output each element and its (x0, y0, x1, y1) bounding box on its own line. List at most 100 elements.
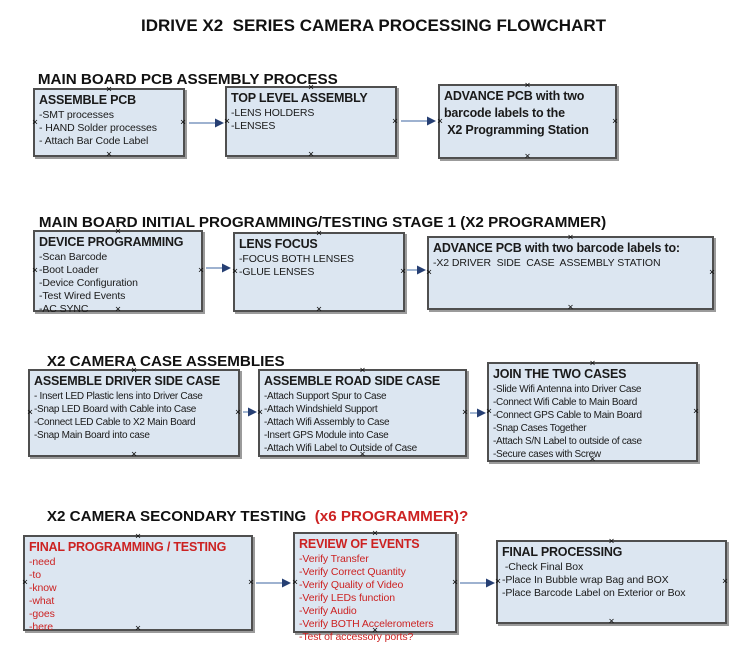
connection-handle-left[interactable]: × (21, 577, 29, 588)
connection-handle-right[interactable]: × (451, 576, 459, 588)
box-item: -Place In Bubble wrap Bag and BOX (502, 574, 669, 586)
flow-box-top-level-assembly[interactable]: TOP LEVEL ASSEMBLY -LENS HOLDERS -LENSES… (223, 82, 399, 160)
connection-handle-top[interactable]: × (567, 232, 574, 243)
connector-arrow[interactable] (470, 408, 486, 418)
connection-handle-left[interactable]: × (26, 407, 34, 418)
connection-handle-left[interactable]: × (223, 115, 231, 127)
connection-handle-bottom[interactable]: × (315, 304, 323, 315)
connector-arrow[interactable] (460, 578, 495, 588)
box-item: -Scan Barcode (39, 251, 108, 263)
connection-handle-right[interactable]: × (179, 116, 187, 128)
section-heading-text: MAIN BOARD PCB ASSEMBLY PROCESS (37, 71, 338, 88)
connection-handle-left[interactable]: × (485, 406, 493, 417)
box-item: -AC SYNC (39, 303, 89, 315)
connector-arrow[interactable] (407, 265, 426, 275)
box-item: -LENS HOLDERS (231, 107, 315, 119)
box-item: -what (29, 595, 55, 607)
connection-handle-top[interactable]: × (307, 82, 315, 93)
connector-arrow[interactable] (206, 263, 231, 273)
connection-handle-bottom[interactable]: × (134, 623, 142, 634)
flow-box-assemble-road-side-case[interactable]: ASSEMBLE ROAD SIDE CASE -Attach Support … (256, 365, 469, 460)
connection-handle-right[interactable]: × (234, 407, 242, 418)
flow-box-join-the-two-cases[interactable]: JOIN THE TWO CASES -Slide Wifi Antenna i… (485, 358, 700, 465)
box-title: ASSEMBLE DRIVER SIDE CASE (34, 374, 221, 388)
connection-handle-bottom[interactable]: × (114, 304, 122, 315)
box-item: -Snap LED Board with Cable into Case (34, 404, 197, 415)
box-item: -Secure cases with Screw (493, 449, 601, 460)
connection-handle-top[interactable]: × (359, 365, 366, 376)
connection-handle-bottom[interactable]: × (359, 449, 366, 460)
connection-handle-left[interactable]: × (231, 266, 239, 277)
connection-handle-bottom[interactable]: × (589, 454, 596, 465)
box-item: -Slide Wifi Antenna into Driver Case (493, 384, 642, 395)
connection-handle-bottom[interactable]: × (130, 449, 138, 460)
connection-handle-bottom[interactable]: × (524, 151, 531, 162)
flow-box-review-of-events[interactable]: REVIEW OF EVENTS -Verify Transfer -Verif… (291, 528, 459, 644)
page-title: IDRIVE X2 SERIES CAMERA PROCESSING FLOWC… (140, 16, 607, 35)
connection-handle-right[interactable]: × (197, 265, 205, 276)
connection-handle-top[interactable]: × (524, 80, 531, 91)
box-item: -Verify Audio (299, 605, 357, 617)
box-title: DEVICE PROGRAMMING (39, 235, 184, 249)
connection-handle-top[interactable]: × (371, 528, 379, 539)
box-title: ASSEMBLE PCB (39, 93, 136, 107)
connector-arrow[interactable] (256, 578, 291, 588)
connection-handle-top[interactable]: × (608, 536, 615, 547)
connection-handle-top[interactable]: × (589, 358, 596, 369)
section-heading-text: X2 CAMERA SECONDARY TESTING (46, 508, 315, 525)
connection-handle-right[interactable]: × (247, 577, 255, 588)
box-item: -Verify Correct Quantity (299, 566, 406, 578)
flow-box-assemble-pcb[interactable]: ASSEMBLE PCB -SMT processes - HAND Solde… (31, 84, 187, 160)
box-item: -Insert GPS Module into Case (264, 430, 389, 441)
connection-handle-right[interactable]: × (692, 406, 700, 417)
box-title: JOIN THE TWO CASES (493, 367, 627, 381)
connection-handle-bottom[interactable]: × (567, 302, 574, 313)
section-heading-initial-programming: MAIN BOARD INITIAL PROGRAMMING/TESTING S… (22, 197, 606, 248)
box-item: -need (29, 556, 56, 568)
connection-handle-left[interactable]: × (425, 267, 433, 278)
box-item: -Attach Wifi Assembly to Case (264, 417, 390, 428)
connection-handle-left[interactable]: × (256, 407, 264, 418)
flow-box-final-programming-testing[interactable]: FINAL PROGRAMMING / TESTING -need -to -k… (21, 531, 255, 634)
connection-handle-right[interactable]: × (721, 576, 729, 587)
section-heading-red-text: (x6 PROGRAMMER)? (314, 508, 469, 525)
section-heading-text: MAIN BOARD INITIAL PROGRAMMING/TESTING S… (38, 214, 607, 231)
connection-handle-bottom[interactable]: × (105, 149, 113, 160)
flow-box-lens-focus[interactable]: LENS FOCUS -FOCUS BOTH LENSES -GLUE LENS… (231, 228, 407, 315)
box-item: -Place Barcode Label on Exterior or Box (502, 587, 686, 599)
connection-handle-right[interactable]: × (391, 115, 399, 127)
connection-handle-right[interactable]: × (708, 267, 716, 278)
box-item: - Attach Bar Code Label (39, 135, 149, 147)
connector-arrow[interactable] (189, 118, 224, 128)
box-title: FINAL PROGRAMMING / TESTING (29, 540, 227, 554)
connection-handle-left[interactable]: × (436, 115, 444, 127)
connection-handle-top[interactable]: × (134, 531, 142, 542)
connection-handle-top[interactable]: × (105, 84, 113, 95)
flow-box-assemble-driver-side-case[interactable]: ASSEMBLE DRIVER SIDE CASE - Insert LED P… (26, 365, 242, 460)
connection-handle-top[interactable]: × (130, 365, 138, 376)
connection-handle-left[interactable]: × (494, 576, 502, 587)
connection-handle-left[interactable]: × (31, 116, 39, 128)
box-item: -know (29, 582, 57, 594)
connection-handle-left[interactable]: × (291, 576, 299, 588)
flow-box-advance-pcb-driver-side-station[interactable]: ADVANCE PCB with two barcode labels to: … (425, 232, 716, 313)
connection-handle-right[interactable]: × (461, 407, 469, 418)
box-item: -Verify BOTH Accelerometers (299, 618, 434, 630)
flow-box-device-programming[interactable]: DEVICE PROGRAMMING -Scan Barcode -Boot L… (31, 226, 205, 316)
connection-handle-right[interactable]: × (399, 266, 407, 277)
box-item: -Snap Main Board into case (34, 430, 150, 441)
connection-handle-top[interactable]: × (114, 226, 122, 237)
connection-handle-bottom[interactable]: × (608, 616, 615, 627)
connection-handle-bottom[interactable]: × (307, 149, 315, 160)
connector-arrow[interactable] (243, 407, 257, 417)
connection-handle-right[interactable]: × (611, 115, 619, 127)
connection-handle-left[interactable]: × (31, 265, 39, 276)
flow-box-advance-pcb-programming-station[interactable]: ADVANCE PCB with two barcode labels to t… (436, 80, 619, 162)
connection-handle-top[interactable]: × (315, 228, 323, 239)
box-title: REVIEW OF EVENTS (299, 537, 420, 551)
flow-box-final-processing[interactable]: FINAL PROCESSING -Check Final Box -Place… (494, 536, 729, 627)
connection-handle-bottom[interactable]: × (371, 625, 379, 636)
connector-arrow[interactable] (401, 116, 436, 126)
